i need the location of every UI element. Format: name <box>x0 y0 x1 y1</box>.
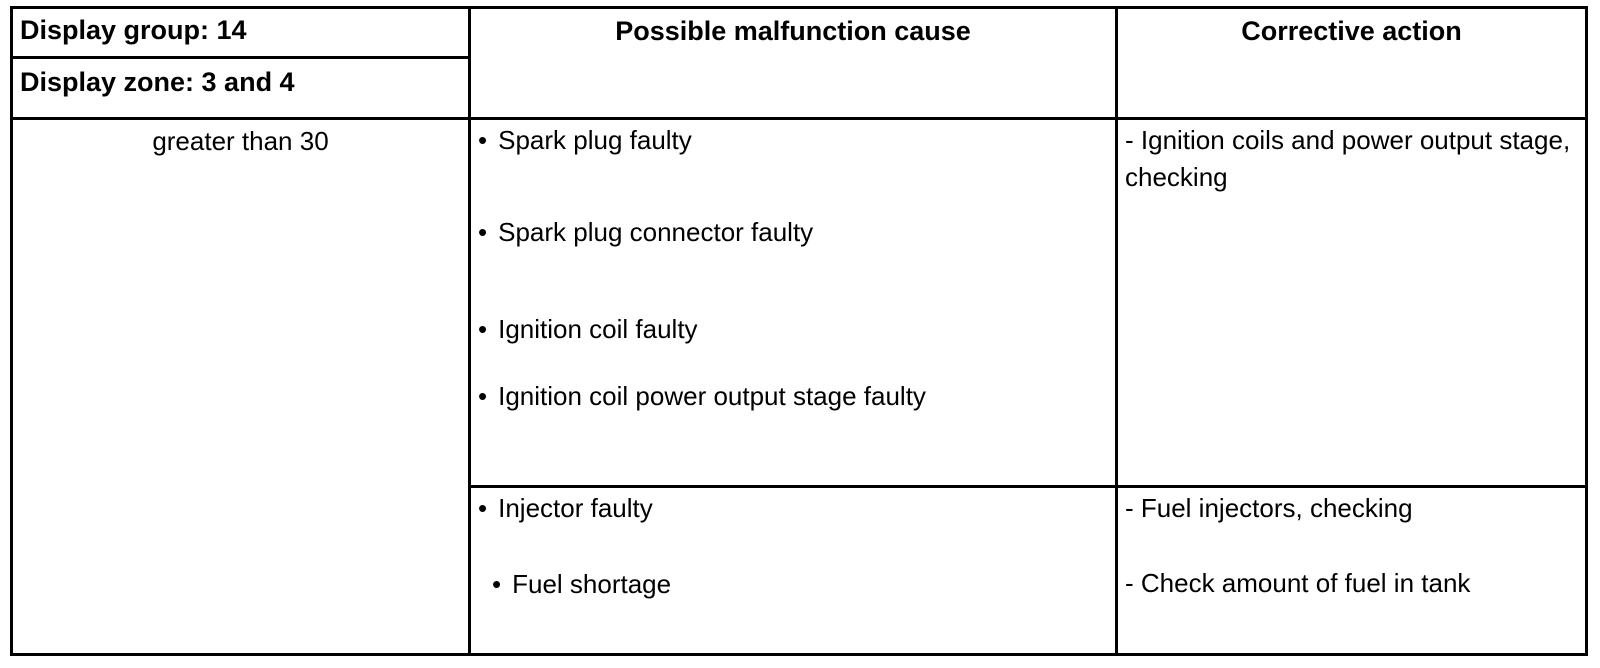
cause-item: • Fuel shortage <box>492 566 1109 603</box>
cause-text: Injector faulty <box>498 493 653 523</box>
cause-text: Fuel shortage <box>512 569 672 599</box>
bullet-icon: • <box>478 381 488 411</box>
condition-cell: greater than 30 <box>13 117 468 653</box>
cause-text: Ignition coil faulty <box>498 314 698 344</box>
display-group-label: Display group: 14 <box>13 9 468 59</box>
action-item: - Fuel injectors, checking <box>1125 493 1413 523</box>
causes-cell-1: • Spark plug faulty • Spark plug connector… <box>468 117 1115 485</box>
cause-item: • Ignition coil power output stage faulty <box>478 378 1109 415</box>
action-item: - Check amount of fuel in tank <box>1125 568 1471 598</box>
malfunction-table: Display group: 14 Display zone: 3 and 4 … <box>10 6 1588 656</box>
actions-cell-1: - Ignition coils and power output stage,… <box>1115 117 1585 485</box>
bullet-icon: • <box>492 569 502 599</box>
actions-cell-2: - Fuel injectors, checking - Check amoun… <box>1115 485 1585 653</box>
cause-text: Ignition coil power output stage faulty <box>498 381 926 411</box>
cause-column-header: Possible malfunction cause <box>468 9 1115 117</box>
action-item: - Ignition coils and power output stage,… <box>1125 125 1571 192</box>
cause-item: • Spark plug faulty <box>478 122 1109 159</box>
header-left-cell: Display group: 14 Display zone: 3 and 4 <box>13 9 468 117</box>
bullet-icon: • <box>478 125 488 155</box>
cause-item: • Ignition coil faulty <box>478 311 1109 348</box>
bullet-icon: • <box>478 314 488 344</box>
causes-cell-2: • Injector faulty • Fuel shortage <box>468 485 1115 653</box>
bullet-icon: • <box>478 493 488 523</box>
bullet-icon: • <box>478 217 488 247</box>
cause-item: • Injector faulty <box>478 490 1109 527</box>
display-zone-label: Display zone: 3 and 4 <box>20 67 295 97</box>
cause-item: • Spark plug connector faulty <box>478 214 1109 251</box>
action-column-header: Corrective action <box>1115 9 1585 117</box>
cause-text: Spark plug connector faulty <box>498 217 814 247</box>
cause-text: Spark plug faulty <box>498 125 692 155</box>
